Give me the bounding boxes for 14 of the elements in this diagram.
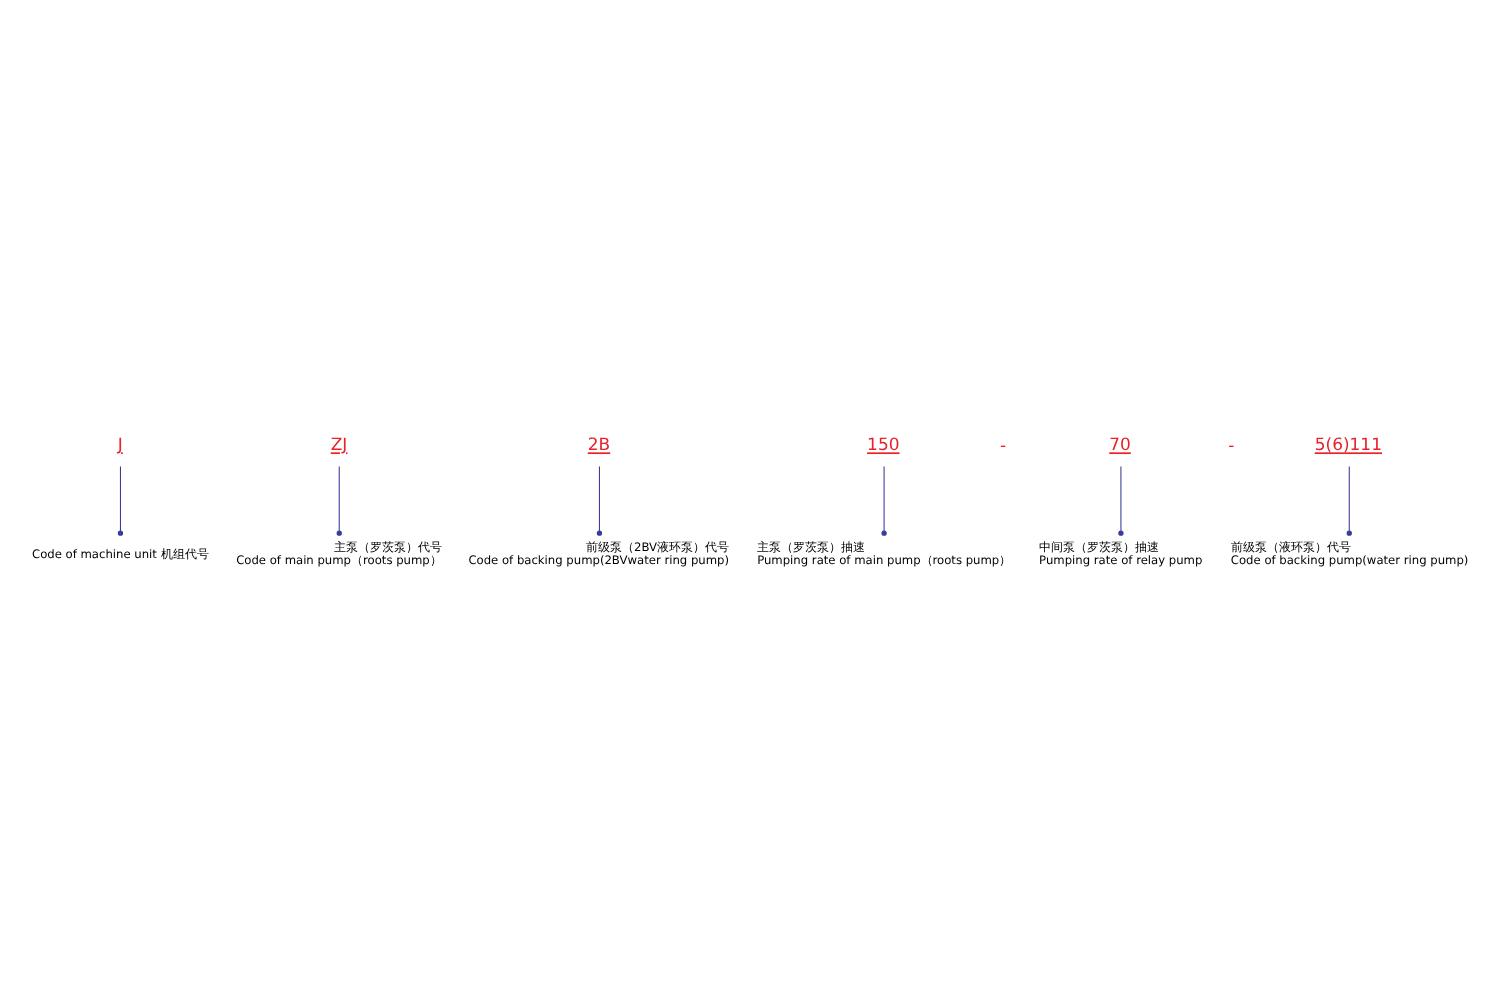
connector — [336, 466, 342, 536]
label: - — [999, 437, 1007, 458]
node-text: 70 — [1109, 436, 1131, 457]
connector — [596, 466, 603, 536]
label: - — [1228, 437, 1235, 458]
connector — [1346, 466, 1352, 536]
node-text: ZJ — [330, 436, 348, 457]
node-text: J — [117, 436, 123, 457]
connector — [117, 466, 124, 536]
node-text: 150 — [867, 436, 900, 457]
node-text: 5(6)111 — [1314, 436, 1383, 457]
node-text: 2B — [587, 436, 611, 457]
connector — [1118, 466, 1124, 536]
connector — [881, 466, 887, 536]
